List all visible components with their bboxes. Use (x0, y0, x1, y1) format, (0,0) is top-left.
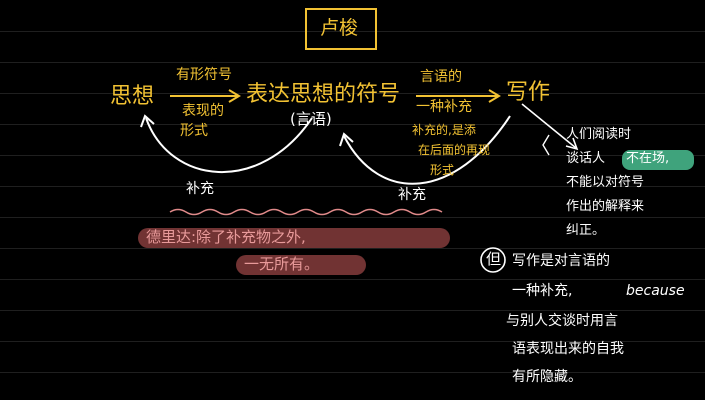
note-bracket (542, 134, 550, 156)
ruled-line (0, 186, 705, 187)
supplement-label-right: 补充 (398, 187, 426, 203)
ruled-line (0, 155, 705, 156)
right-note-line5: 纠正。 (566, 223, 606, 238)
right-note-line1: 人们阅读时 (566, 127, 632, 142)
right-note-line2b: 不在场, (626, 151, 670, 166)
arrow2-label-bottom: 一种补充 (416, 99, 472, 115)
right-note-line3: 不能以对符号 (566, 175, 645, 190)
arrow1-label-top: 有形符号 (176, 67, 232, 83)
arrow1-label-bottom-2: 形式 (180, 123, 208, 139)
right-note-line4: 作出的解释来 (566, 199, 645, 214)
supplement-label-left: 补充 (186, 181, 214, 197)
ruled-line (0, 93, 705, 94)
arrow-head (488, 89, 501, 103)
writing-note-3: 形式 (430, 163, 455, 177)
but-note-line2b: because (626, 283, 685, 299)
right-note-line2a: 谈话人 (566, 151, 606, 166)
ruled-line (0, 62, 705, 63)
ruled-line (0, 372, 705, 373)
ruled-line (0, 124, 705, 125)
derrida-note-line1: 德里达:除了补充物之外, (146, 228, 306, 246)
arrow1-label-bottom-1: 表现的 (182, 103, 224, 119)
supplement-curve-left (145, 117, 313, 173)
ruled-line (0, 248, 705, 249)
title-box (305, 8, 377, 50)
arrow2-label-top: 言语的 (420, 69, 462, 85)
ruled-line (0, 217, 705, 218)
note-arrow (521, 103, 577, 149)
curve-arrow-head (140, 114, 155, 128)
green-highlight (622, 150, 694, 170)
but-circle (480, 247, 506, 273)
node-writing: 写作 (506, 80, 551, 105)
ruled-line (0, 310, 705, 311)
derrida-note-line2: 一无所有。 (244, 255, 320, 273)
but-note-line3: 与别人交谈时用言 (506, 313, 618, 329)
node-symbol-sub: (言语) (290, 110, 332, 128)
page-title: 卢梭 (320, 17, 359, 39)
ruled-line (0, 31, 705, 32)
red-highlight-line1 (138, 228, 450, 248)
ruled-line (0, 341, 705, 342)
but-marker: 但 (486, 250, 502, 268)
writing-note-2: 在后面的再现 (418, 143, 491, 157)
supplement-curve-right (343, 115, 511, 185)
but-note-line1: 写作是对言语的 (512, 253, 610, 269)
note-arrow-head (565, 137, 579, 151)
arrow-head (228, 89, 241, 103)
red-highlight-line2 (236, 255, 366, 275)
curve-arrow-head (339, 132, 354, 147)
ruled-line (0, 279, 705, 280)
node-thought: 思想 (110, 84, 155, 109)
but-note-line2a: 一种补充, (512, 283, 573, 299)
but-note-line4: 语表现出来的自我 (512, 341, 624, 357)
wavy-underline (169, 208, 443, 216)
node-symbol: 表达思想的符号 (246, 82, 401, 107)
but-note-line5: 有所隐藏。 (512, 369, 582, 385)
writing-note-1: 补充的,是添 (412, 123, 476, 137)
